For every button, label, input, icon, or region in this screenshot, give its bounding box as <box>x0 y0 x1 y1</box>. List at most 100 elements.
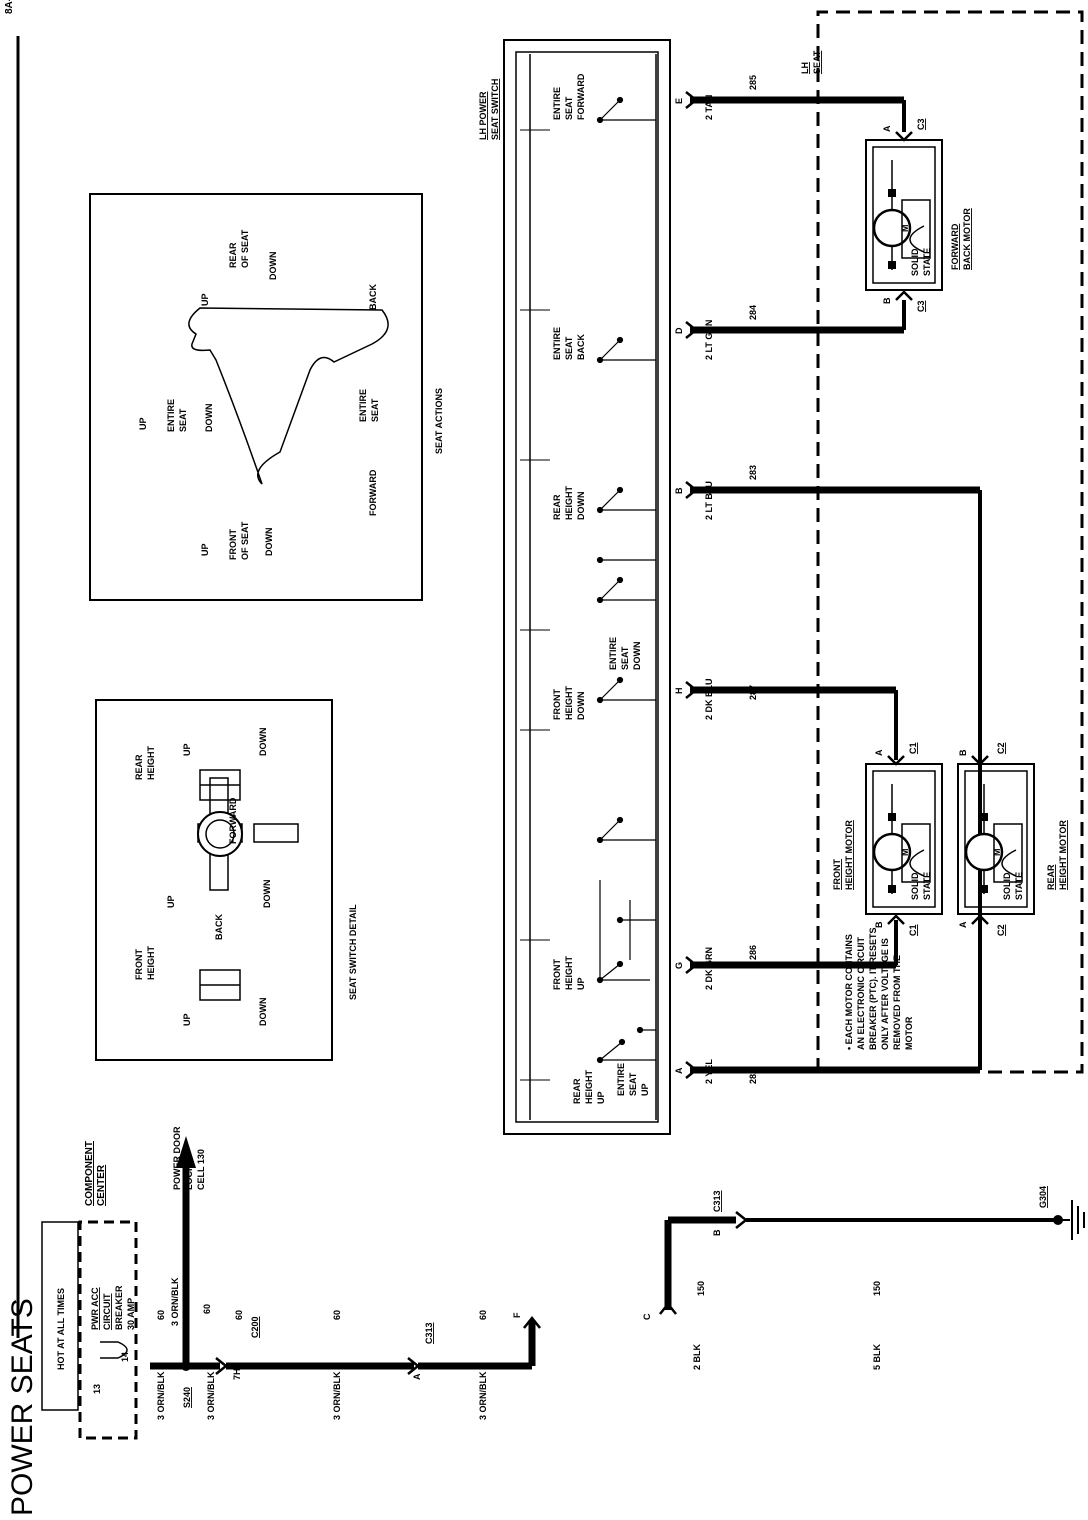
ground-symbol <box>1053 1200 1085 1240</box>
seat-actions-caption: SEAT ACTIONS <box>434 388 444 454</box>
fb-motor-conn-top: C3 <box>916 118 926 130</box>
note-line-3: BREAKER (PTC). IT RESETS <box>868 927 878 1050</box>
back-label: BACK <box>214 914 224 940</box>
front-height-up-2: HEIGHT <box>564 955 574 990</box>
entire-seat-forward-1: ENTIRE <box>552 87 562 120</box>
breaker-label-3: BREAKER <box>114 1285 124 1330</box>
front-motor-pin-b: B <box>874 921 884 928</box>
wire-yel-label: 2 YEL <box>704 1059 714 1084</box>
connector-c200: C200 <box>250 1316 260 1338</box>
breaker-pin-13: 13 <box>92 1384 102 1394</box>
switch-title-1: LH POWER <box>478 91 488 140</box>
wire-60-label-4: 60 <box>332 1310 342 1320</box>
power-door-locks-label-2: LOCKS <box>184 1159 194 1191</box>
front-height-down-1: FRONT <box>552 689 562 720</box>
switch-pin-h: H <box>674 688 684 695</box>
front-motor-conn-top: C1 <box>908 742 918 754</box>
switch-title-2: SEAT SWITCH <box>490 79 500 140</box>
wire-dk-grn-label: 2 DK GRN <box>704 947 714 990</box>
rear-motor-state: STATE <box>1014 872 1024 900</box>
front-motor-m: M <box>900 849 910 857</box>
front-of-seat-label-2: OF SEAT <box>240 521 250 560</box>
wire-282-label: 282 <box>748 1069 758 1084</box>
rear-down-action: DOWN <box>268 252 278 281</box>
switch-pin-g: G <box>674 962 684 969</box>
front-up-action: UP <box>200 543 210 556</box>
entire-seat-down-3: DOWN <box>632 642 642 671</box>
front-height-down-2: HEIGHT <box>564 685 574 720</box>
rear-motor-name-1: REAR <box>1046 864 1056 890</box>
switch-pin-a: A <box>674 1067 684 1074</box>
front-height-down-3: DOWN <box>576 692 586 721</box>
wire-orn-blk-label-5: 3 ORN/BLK <box>478 1371 488 1420</box>
fb-motor-state: STATE <box>922 248 932 276</box>
entire-seat-forward-2: SEAT <box>564 96 574 120</box>
entire-down-action: DOWN <box>204 404 214 433</box>
front-height-up-3: UP <box>576 977 586 990</box>
rear-motor-pin-a: A <box>958 921 968 928</box>
wire-285-label: 285 <box>748 75 758 90</box>
wire-283-label: 283 <box>748 465 758 480</box>
front-motor-name-1: FRONT <box>832 859 842 890</box>
entire-seat-back-1: ENTIRE <box>552 327 562 360</box>
lh-seat-label-1: LH <box>800 62 810 74</box>
connector-c313-b: C313 <box>712 1190 722 1212</box>
rear-height-motor: A B C2 C2 REAR HEIGHT MOTOR M SOLID STAT… <box>956 742 1068 936</box>
seat-profile-outline <box>188 307 389 485</box>
fb-motor-name-2: BACK MOTOR <box>962 208 972 270</box>
rear-motor-name-2: HEIGHT MOTOR <box>1058 820 1068 890</box>
fb-motor-name-1: FORWARD <box>950 223 960 270</box>
power-door-locks-label-3: CELL 130 <box>196 1149 206 1190</box>
wire-dk-blu-label: 2 DK BLU <box>704 678 714 720</box>
note-line-5: REMOVED FROM THE <box>892 955 902 1050</box>
front-down-label: DOWN <box>258 998 268 1027</box>
center-up-label: UP <box>166 895 176 908</box>
entire-seat-back-3: BACK <box>576 334 586 360</box>
power-door-locks-label-1: POWER DOOR <box>172 1126 182 1190</box>
seat-switch-knob <box>197 777 299 891</box>
rear-motor-pin-b: B <box>958 749 968 756</box>
front-motor-name-2: HEIGHT MOTOR <box>844 820 854 890</box>
splice-s240: S240 <box>182 1387 192 1408</box>
wire-orn-blk-label-1: 3 ORN/BLK <box>156 1371 166 1420</box>
note-line-1: • EACH MOTOR CONTAINS <box>844 934 854 1050</box>
back-action: BACK <box>368 284 378 310</box>
rear-up-action: UP <box>200 293 210 306</box>
front-motor-state: STATE <box>922 872 932 900</box>
page-title: POWER SEATS <box>6 1298 39 1516</box>
switch-pin-d: D <box>674 327 684 334</box>
page-code: 8A-145-0 <box>4 0 15 14</box>
front-height-label-2: HEIGHT <box>146 945 156 980</box>
wire-60-label-3: 60 <box>234 1310 244 1320</box>
wire-2-blk-label: 2 BLK <box>692 1343 702 1370</box>
rear-height-label-2: HEIGHT <box>146 745 156 780</box>
component-center: HOT AT ALL TIMES COMPONENT CENTER PWR AC… <box>41 1141 138 1440</box>
entire-seat-label-4: SEAT <box>370 398 380 422</box>
breaker-label-2: CIRCUIT <box>102 1293 112 1330</box>
connector-c200-pin: 7H <box>232 1368 242 1380</box>
fb-motor-conn-bottom: C3 <box>916 300 926 312</box>
rear-motor-conn-bottom: C2 <box>996 924 1006 936</box>
lh-power-seat-switch: LH POWER SEAT SWITCH <box>478 39 671 1135</box>
entire-seat-down-1: ENTIRE <box>608 637 618 670</box>
component-center-title-1: COMPONENT <box>84 1141 95 1206</box>
switch-pin-b: B <box>674 487 684 494</box>
entire-seat-up-3: UP <box>640 1083 650 1096</box>
wire-orn-blk-label-4: 3 ORN/BLK <box>332 1371 342 1420</box>
entire-seat-label-3: ENTIRE <box>358 389 368 422</box>
rear-motor-m: M <box>992 849 1002 857</box>
front-motor-solid: SOLID <box>910 872 920 900</box>
fb-motor-pin-a: A <box>882 125 892 132</box>
forward-action: FORWARD <box>368 469 378 516</box>
seat-actions: SEAT ACTIONS UP FRONT OF SEAT DOWN FORWA… <box>89 193 444 601</box>
entire-seat-down-2: SEAT <box>620 646 630 670</box>
rear-down-label: DOWN <box>258 728 268 757</box>
fb-motor-solid: SOLID <box>910 248 920 276</box>
breaker-label-1: PWR ACC <box>90 1287 100 1330</box>
front-up-label: UP <box>182 1013 192 1026</box>
entire-seat-back-2: SEAT <box>564 336 574 360</box>
rear-height-down-2: HEIGHT <box>564 485 574 520</box>
wire-lt-grn-label: 2 LT GRN <box>704 320 714 360</box>
wire-287-label: 287 <box>748 685 758 700</box>
lh-seat-boundary <box>816 10 1084 1074</box>
